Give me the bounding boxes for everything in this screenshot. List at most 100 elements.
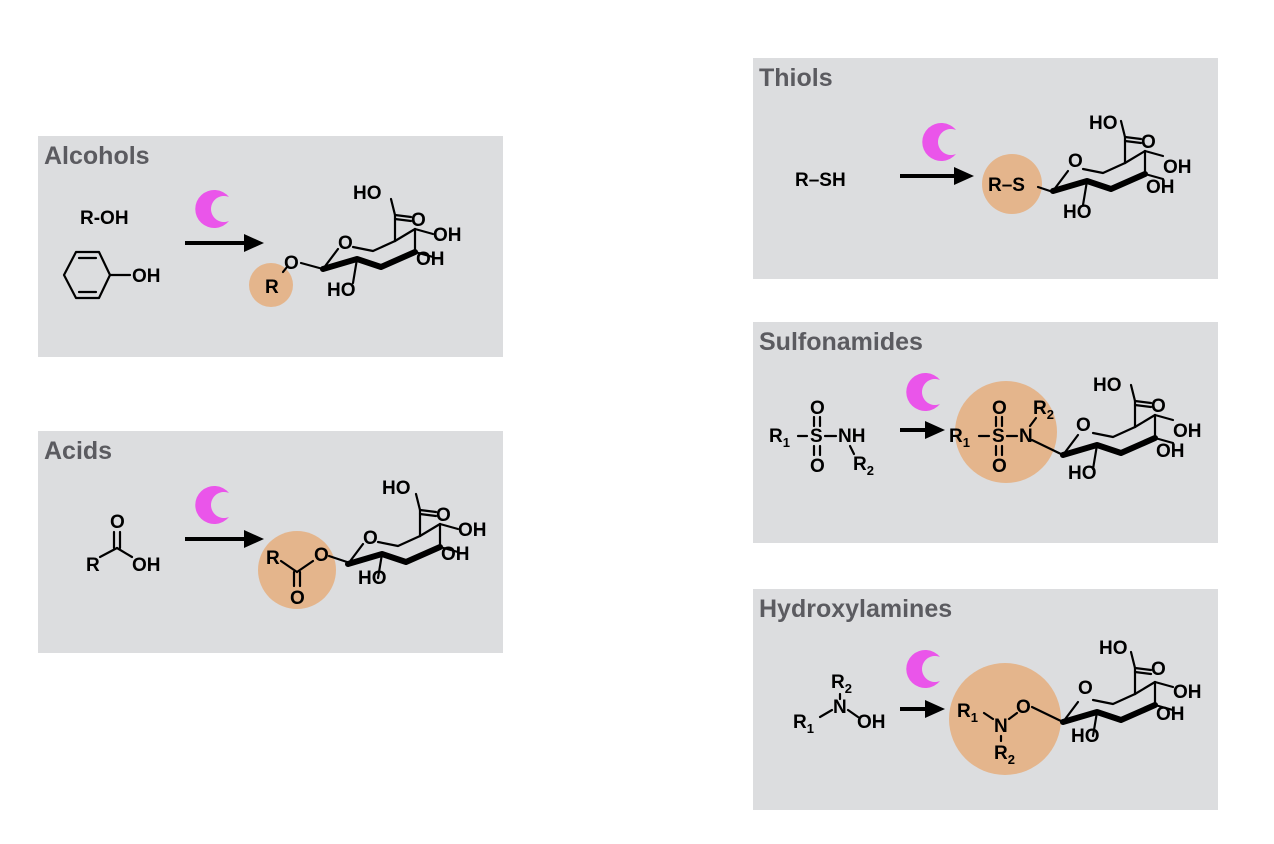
glucuronide-structure: O O HO OH OH HO [320, 183, 462, 301]
hydroxyl-label-b: OH [1156, 441, 1185, 462]
ester-oxygen-label: O [314, 545, 329, 566]
acid-ho-label: HO [1089, 113, 1118, 134]
sulfonamides-title: Sulfonamides [759, 328, 923, 356]
carbonyl-oxygen: O [1151, 396, 1166, 417]
acid-oh-label: OH [132, 555, 161, 576]
so2-top-oxygen: O [992, 398, 1007, 419]
so2-bottom-oxygen: O [810, 456, 825, 477]
alcohols-scheme: R-OH OH R O [62, 183, 462, 307]
sulfonamides-scheme: O R1 S O NH R2 O R1 S O [769, 373, 1202, 484]
so2-bottom-oxygen: O [992, 456, 1007, 477]
sulfonamide-substrate: O R1 S O NH R2 [769, 398, 874, 478]
hydroxyl-label-a: OH [1163, 157, 1192, 178]
enzyme-pacman-icon [906, 373, 940, 411]
hydroxyl-label-a: OH [458, 520, 487, 541]
pr-r1-label: R1 [949, 426, 970, 450]
sub-nitrogen-label: N [833, 697, 847, 718]
acids-title: Acids [44, 437, 113, 465]
sub-r1-label: R1 [769, 426, 790, 450]
highlight-circle [249, 263, 293, 307]
enzyme-pacman-icon [906, 650, 940, 688]
thiol-substrate: R–SH [795, 170, 846, 191]
hydroxylamine-substrate: R2 N R1 OH [793, 672, 886, 736]
thiols-scheme: R–SH R–S O O HO OH OH HO [795, 113, 1192, 223]
pr-sulfur-label: S [992, 426, 1005, 447]
highlight-circle [949, 663, 1061, 775]
so2-top-oxygen: O [810, 398, 825, 419]
highlight-circle [955, 381, 1057, 483]
hydroxyl-label-c: HO [358, 568, 387, 589]
hydroxylamines-scheme: R2 N R1 OH R1 N O R2 [793, 638, 1202, 775]
hydroxylamines-title: Hydroxylamines [759, 595, 953, 623]
hydroxyl-label-b: OH [416, 249, 445, 270]
acid-ho-label: HO [1093, 375, 1122, 396]
pr-r1-label: R1 [957, 701, 978, 725]
r-group-label: R [265, 277, 279, 298]
phenol-oh-label: OH [132, 266, 161, 287]
acid-r-label: R [86, 555, 100, 576]
carbonyl-oxygen: O [1151, 659, 1166, 680]
hydroxyl-label-a: OH [433, 225, 462, 246]
reaction-arrow-icon [900, 421, 945, 439]
pr-nitrogen-label: N [1019, 426, 1033, 447]
hydroxylamines-panel: Hydroxylamines R2 N R1 OH R1 N O R2 [753, 589, 1218, 810]
ring-oxygen: O [1078, 678, 1093, 699]
sub-oh-label: OH [857, 712, 886, 733]
ring-oxygen: O [1076, 415, 1091, 436]
hydroxyl-label-b: OH [1156, 704, 1185, 725]
hydroxyl-label-b: OH [1146, 177, 1175, 198]
acid-ho-label: HO [1099, 638, 1128, 659]
phenol-structure: OH [62, 250, 161, 300]
sub-r1-label: R1 [793, 712, 814, 736]
glucuronide-structure: O O HO OH OH HO [1060, 638, 1202, 747]
ester-carbonyl-oxygen: O [290, 588, 305, 609]
acid-ho-label: HO [353, 183, 382, 204]
glucuronide-structure: O O HO OH OH HO [1050, 113, 1192, 223]
sub-r2-label: R2 [853, 454, 874, 478]
hydroxyl-label-b: OH [441, 544, 470, 565]
hydroxyl-label-c: HO [1063, 202, 1092, 223]
ester-r-label: R [266, 548, 280, 569]
ring-oxygen: O [363, 528, 378, 549]
hydroxyl-label-c: HO [327, 280, 356, 301]
enzyme-pacman-icon [922, 122, 956, 161]
glucuronide-structure: O O HO OH OH HO [1060, 375, 1202, 484]
alcohol-substrate: R-OH [80, 208, 129, 229]
carboxylic-acid-structure: O R OH [86, 512, 161, 576]
reaction-arrow-icon [185, 234, 264, 252]
acids-panel: Acids O R OH R O O [38, 431, 503, 653]
reaction-arrow-icon [185, 530, 264, 548]
sub-nh-label: NH [838, 426, 865, 447]
highlight-circle [258, 531, 336, 609]
sulfonamides-panel: Sulfonamides O R1 S O NH R2 O R1 S [753, 322, 1218, 543]
alcohols-title: Alcohols [44, 142, 150, 170]
acid-o-label: O [110, 512, 125, 533]
hydroxyl-label-c: HO [1071, 726, 1100, 747]
sub-r2-label: R2 [831, 672, 852, 696]
acids-scheme: O R OH R O O [86, 478, 487, 609]
pr-nitrogen-label: N [994, 716, 1008, 737]
ring-oxygen: O [338, 233, 353, 254]
carbonyl-oxygen: O [411, 210, 426, 231]
glucuronide-structure: O O HO OH OH HO [345, 478, 487, 589]
ring-oxygen: O [1068, 151, 1083, 172]
alcohols-panel: Alcohols R-OH OH R O [38, 136, 503, 357]
reaction-arrow-icon [900, 700, 945, 718]
hydroxyl-label-c: HO [1068, 463, 1097, 484]
hydroxyl-label-a: OH [1173, 421, 1202, 442]
ether-oxygen-label: O [284, 253, 299, 274]
pr-r2-label: R2 [1033, 398, 1054, 422]
acid-ho-label: HO [382, 478, 411, 499]
enzyme-pacman-icon [195, 486, 229, 524]
thiols-panel: Thiols R–SH R–S O O HO OH OH [753, 58, 1218, 279]
highlight-circle [982, 154, 1042, 214]
carbonyl-oxygen: O [1141, 132, 1156, 153]
sub-sulfur-label: S [810, 426, 823, 447]
hydroxyl-label-a: OH [1173, 682, 1202, 703]
enzyme-pacman-icon [195, 190, 229, 228]
thioether-label: R–S [988, 175, 1025, 196]
pr-r2-label: R2 [994, 743, 1015, 767]
pr-oxygen-label: O [1016, 697, 1031, 718]
carbonyl-oxygen: O [436, 505, 451, 526]
reaction-arrow-icon [900, 167, 974, 185]
